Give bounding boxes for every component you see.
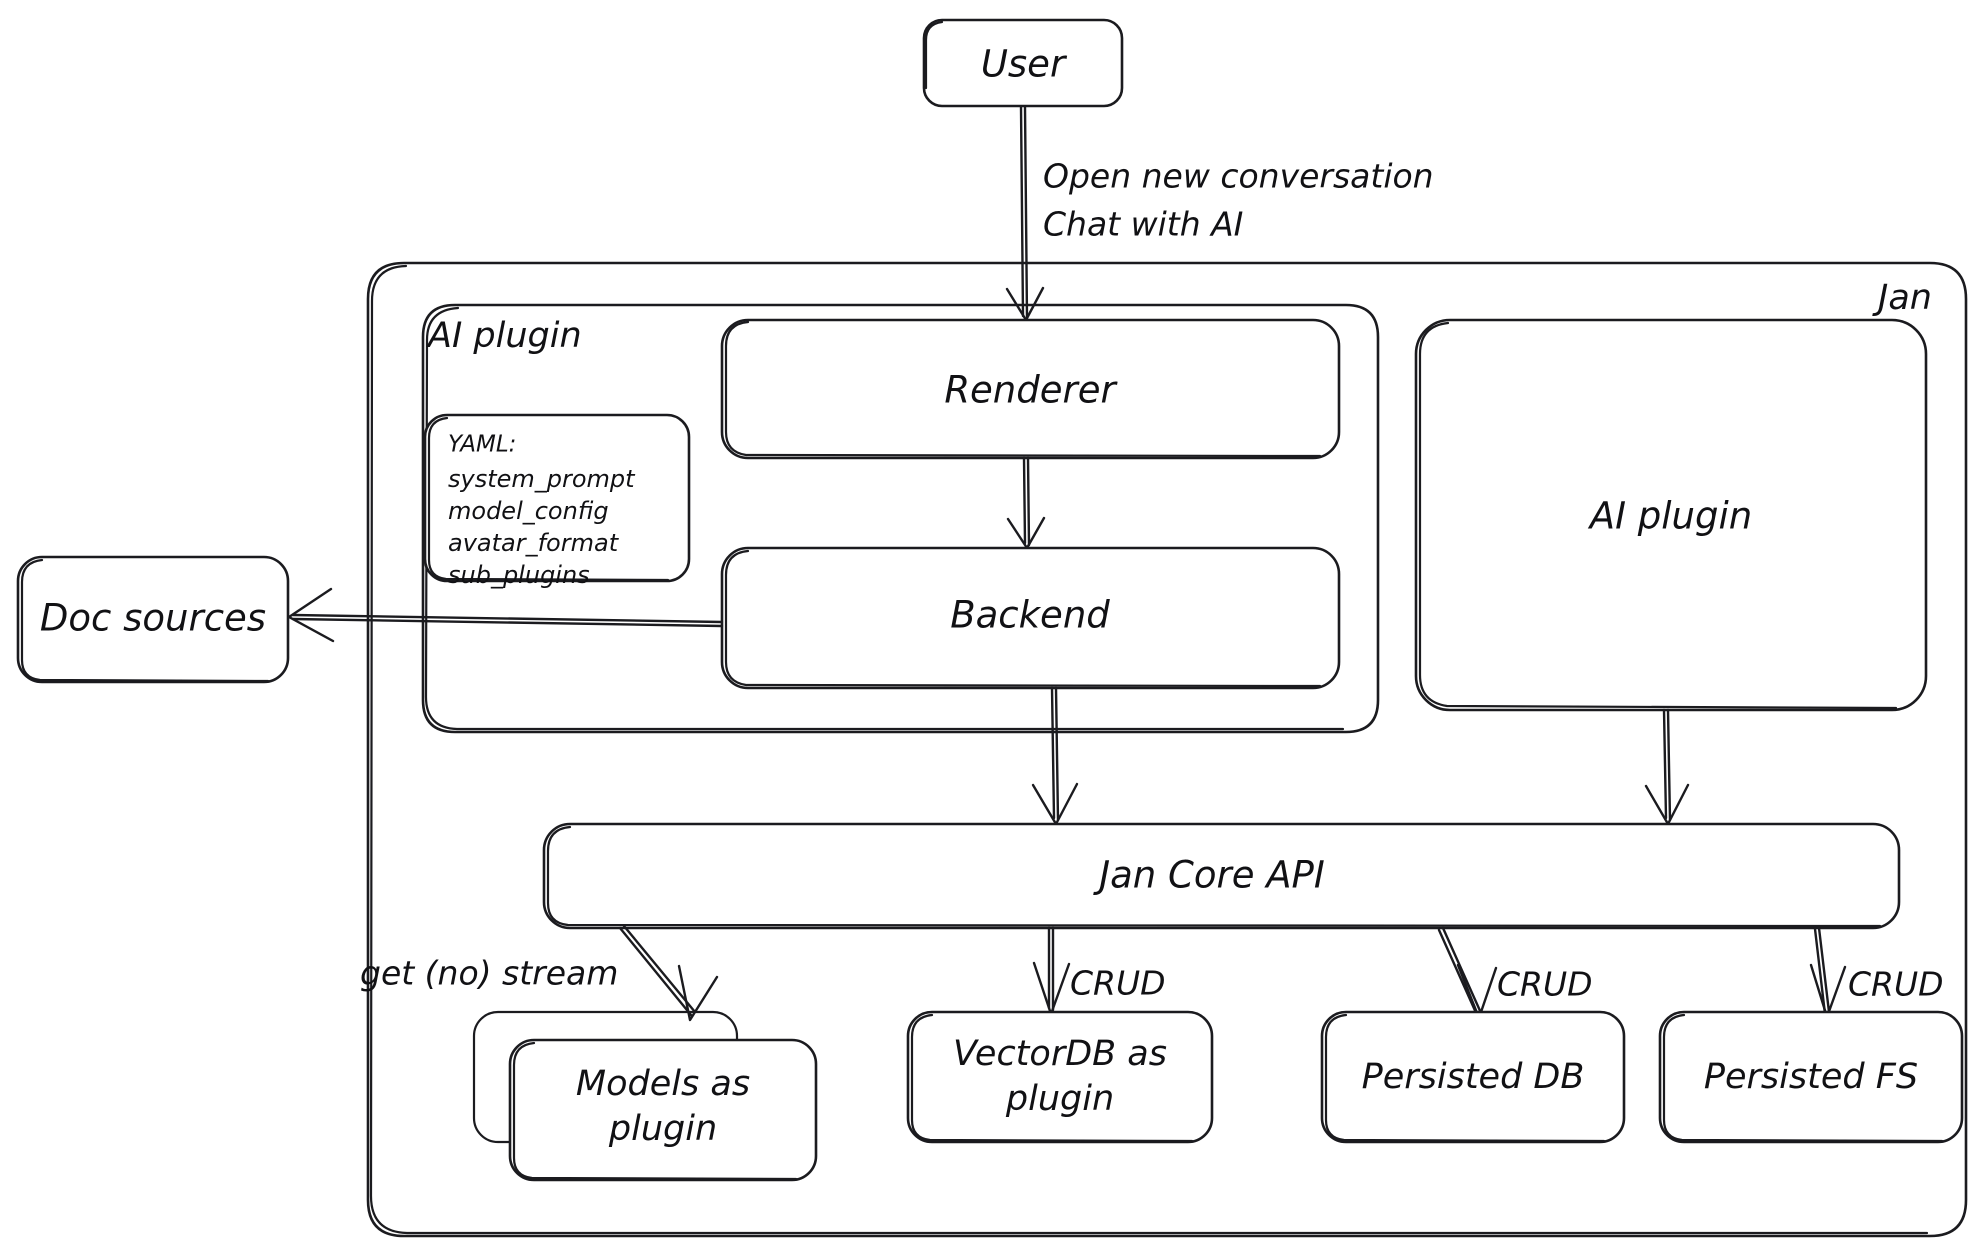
edge-core-to-persisted-db: CRUD (1437, 926, 1593, 1020)
node-vectordb-plugin[interactable]: VectorDB as plugin (906, 1010, 1214, 1144)
node-doc-sources[interactable]: Doc sources (16, 555, 290, 684)
node-ai-plugin[interactable]: AI plugin (1414, 318, 1928, 712)
node-persisted-db[interactable]: Persisted DB (1320, 1010, 1626, 1144)
edge-backend-doc-line-sketch (291, 617, 724, 628)
ai-plugin-group-label: AI plugin (426, 316, 582, 356)
edge-ai-plugin-to-core (1644, 708, 1690, 826)
edge-label-core-persisteddb: CRUD (1497, 965, 1593, 1004)
edge-renderer-backend-line-sketch (1022, 456, 1027, 545)
persisted-fs-label: Persisted FS (1704, 1057, 1918, 1097)
user-box-sketch (924, 20, 944, 90)
yaml-card-item-0: system_prompt (448, 465, 636, 493)
edge-backend-core-line-sketch (1050, 686, 1056, 820)
renderer-label: Renderer (944, 369, 1118, 412)
renderer-box (720, 318, 1341, 460)
ai-plugin-group-border-sketch (424, 306, 1345, 731)
node-user[interactable]: User (922, 18, 1124, 108)
node-renderer[interactable]: Renderer (720, 318, 1341, 460)
jan-core-api-label: Jan Core API (1092, 854, 1325, 897)
models-plugin-label-line1: Models as (576, 1064, 750, 1104)
edge-core-persisteddb-line (1441, 926, 1483, 1015)
edge-user-renderer-line-sketch (1019, 105, 1025, 318)
jan-container-label: Jan (1872, 278, 1932, 318)
yaml-card-item-3: sub_plugins (448, 561, 590, 589)
edge-core-models-line-sketch (622, 924, 697, 1014)
models-plugin-box-sketch (512, 1041, 798, 1181)
backend-label: Backend (950, 594, 1110, 637)
node-models-plugin[interactable]: Models as plugin (472, 1010, 818, 1182)
edge-backend-doc-line (291, 613, 724, 624)
edge-label-core-persistedfs: CRUD (1848, 965, 1944, 1004)
yaml-card-item-1: model_config (448, 497, 609, 525)
user-box (922, 18, 1124, 108)
ai-plugin-box-sketch (1418, 321, 1898, 710)
doc-sources-box (16, 555, 290, 684)
vectordb-plugin-label-line2: plugin (1005, 1079, 1114, 1119)
jan-container-border (366, 261, 1968, 1238)
edge-renderer-to-backend (1006, 456, 1046, 550)
ai-plugin-box (1414, 318, 1928, 712)
edge-label-user-renderer-2: Chat with AI (1043, 205, 1243, 244)
backend-box-sketch (724, 549, 1322, 688)
vectordb-plugin-box (906, 1010, 1214, 1144)
node-persisted-fs[interactable]: Persisted FS (1658, 1010, 1964, 1144)
backend-box (720, 546, 1341, 690)
ai-plugin-group-border (421, 303, 1380, 734)
node-jan-core-api[interactable]: Jan Core API (542, 822, 1901, 930)
jan-core-api-box-sketch (546, 825, 1882, 928)
edge-core-vectordb-arrowhead (1032, 961, 1071, 1016)
edge-renderer-backend-line (1026, 456, 1031, 547)
vectordb-plugin-label-line1: VectorDB as (953, 1034, 1167, 1074)
yaml-card-item-2: avatar_format (448, 529, 620, 557)
node-backend[interactable]: Backend (720, 546, 1341, 690)
edge-backend-core-line (1054, 686, 1060, 822)
yaml-card-title: YAML: (448, 432, 516, 458)
jan-container-border-sketch (369, 264, 1929, 1235)
edge-user-renderer-line (1023, 105, 1029, 320)
models-plugin-label-line2: plugin (608, 1109, 717, 1149)
models-plugin-box (508, 1038, 818, 1182)
persisted-db-box (1320, 1010, 1626, 1144)
edge-label-core-models: get (no) stream (360, 954, 618, 993)
persisted-db-label: Persisted DB (1362, 1057, 1585, 1097)
edge-backend-to-doc-sources (287, 587, 724, 643)
edge-core-models-line (618, 926, 693, 1017)
edge-aiplugin-core-line (1666, 708, 1672, 822)
ai-plugin-label: AI plugin (1588, 495, 1752, 538)
persisted-fs-box (1658, 1010, 1964, 1144)
doc-sources-label: Doc sources (40, 597, 266, 640)
vectordb-plugin-box-sketch (910, 1013, 1194, 1143)
container-jan[interactable]: Jan (366, 261, 1968, 1238)
jan-core-api-box (542, 822, 1901, 930)
edge-core-to-persisted-fs: CRUD (1809, 926, 1944, 1019)
edge-core-models-arrowhead (677, 964, 719, 1022)
edge-core-to-models: get (no) stream (360, 924, 719, 1022)
edge-core-persisteddb-line-sketch (1437, 928, 1479, 1017)
yaml-card[interactable]: YAML: system_prompt model_config avatar_… (423, 413, 691, 589)
doc-sources-box-sketch (20, 558, 270, 683)
container-ai-plugin-group[interactable]: AI plugin (421, 303, 1380, 734)
renderer-box-sketch (724, 320, 1322, 458)
user-label: User (981, 43, 1068, 86)
edge-aiplugin-core-line-sketch (1662, 708, 1668, 820)
edge-label-core-vectordb: CRUD (1070, 964, 1166, 1003)
edge-user-to-renderer: Open new conversation Chat with AI (1005, 105, 1434, 322)
persisted-fs-box-sketch (1662, 1013, 1944, 1143)
edge-backend-to-core (1031, 686, 1079, 826)
edge-core-persistedfs-line (1817, 926, 1831, 1014)
yaml-card-box-sketch (427, 416, 670, 582)
persisted-db-box-sketch (1324, 1013, 1606, 1143)
edge-core-persistedfs-line-sketch (1813, 927, 1827, 1016)
yaml-card-box (423, 413, 691, 583)
edge-label-user-renderer-1: Open new conversation (1043, 157, 1434, 196)
edge-core-to-vectordb: CRUD (1032, 926, 1166, 1016)
